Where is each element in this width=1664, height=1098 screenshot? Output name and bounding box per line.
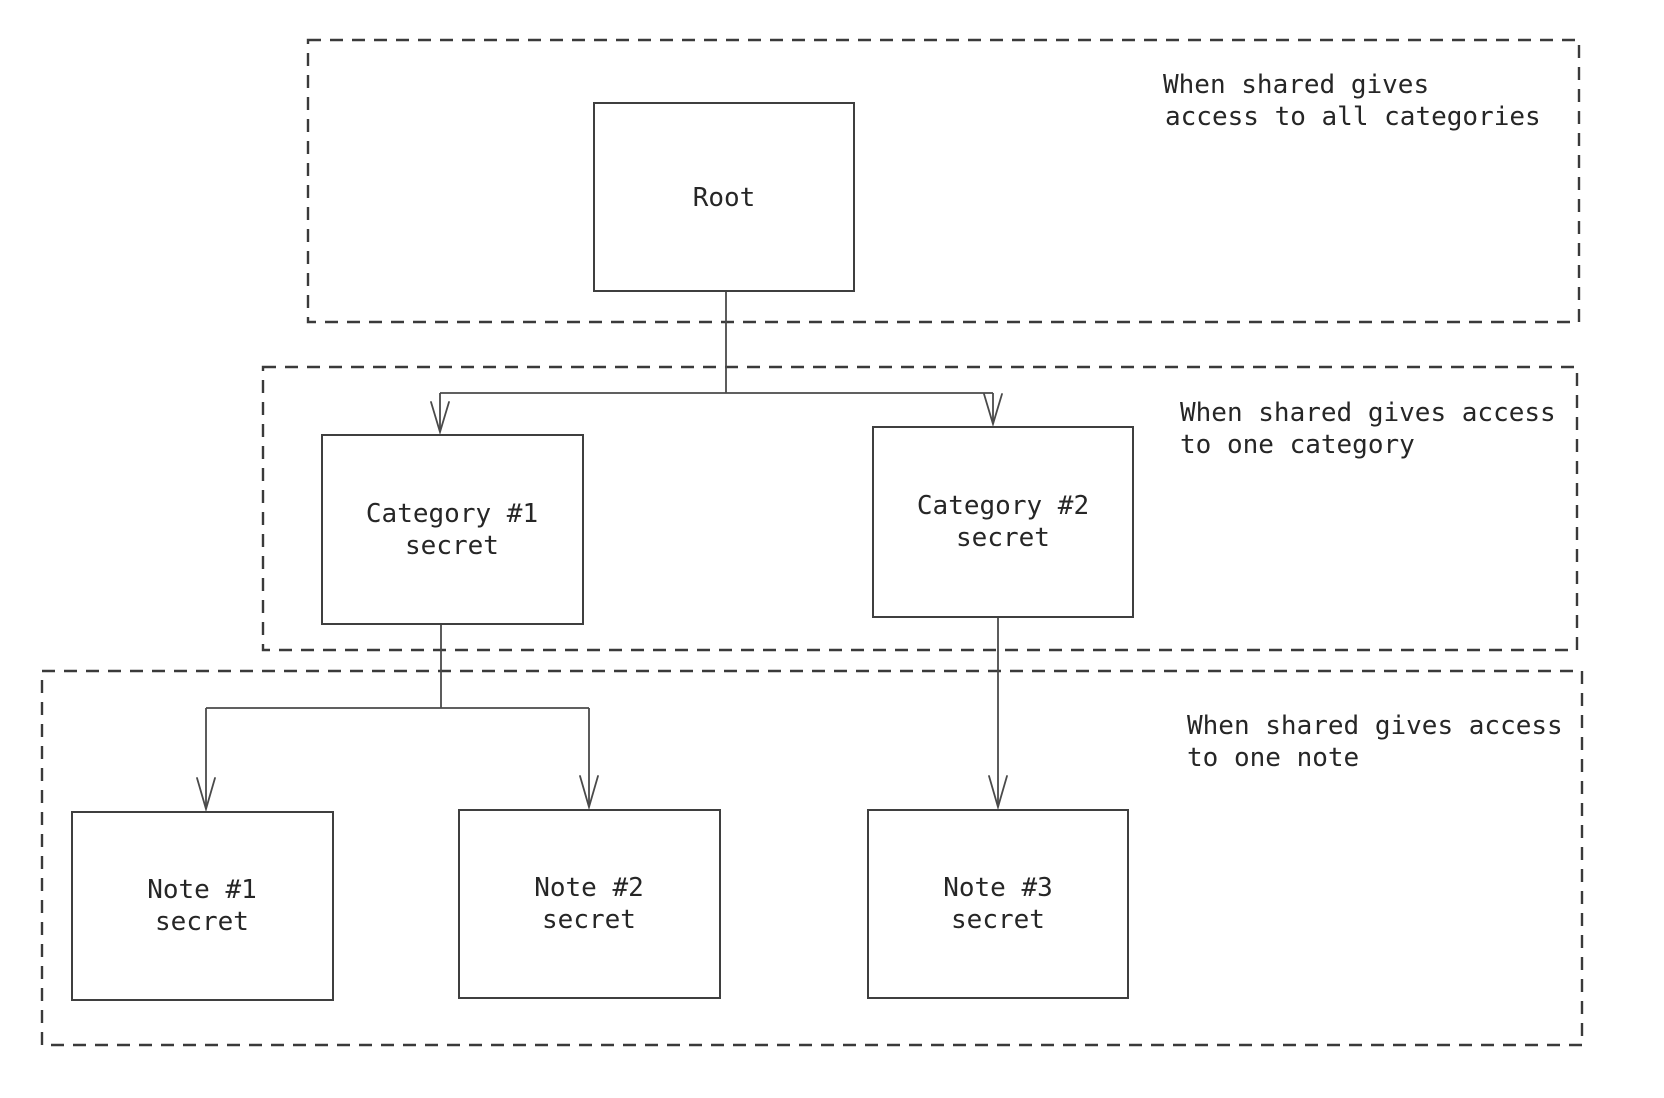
region-one-category-label-line2: to one category <box>1180 430 1415 460</box>
region-all-categories-label-line2: access to all categories <box>1165 102 1541 132</box>
node-note-1-sublabel: secret <box>155 907 249 937</box>
node-category-1 <box>321 434 584 625</box>
node-root-label: Root <box>693 183 756 213</box>
region-all-categories-label-line1: When shared gives <box>1163 70 1429 100</box>
region-one-note-border <box>40 669 1584 1047</box>
node-note-3-sublabel: secret <box>951 905 1045 935</box>
connector-category1-to-notes <box>196 624 599 813</box>
region-one-category-border <box>261 365 1579 652</box>
region-one-note-label-line2: to one note <box>1187 743 1359 773</box>
arrow-down-icon <box>579 775 599 811</box>
region-all-categories-border <box>306 38 1581 324</box>
node-note-3-label: Note #3 <box>943 873 1053 903</box>
node-note-1 <box>71 811 334 1001</box>
arrow-down-icon <box>196 777 216 813</box>
node-note-3 <box>867 809 1129 999</box>
node-category-1-label: Category #1 <box>366 499 538 529</box>
connector-category2-to-note3 <box>988 617 1008 811</box>
node-category-2-sublabel: secret <box>956 523 1050 553</box>
node-root <box>593 102 855 292</box>
node-category-2 <box>872 426 1134 618</box>
node-note-2 <box>458 809 721 999</box>
arrow-down-icon <box>430 401 450 436</box>
arrow-down-icon <box>988 775 1008 811</box>
node-note-1-label: Note #1 <box>147 875 257 905</box>
connector-root-to-categories <box>430 291 1003 436</box>
node-note-2-sublabel: secret <box>542 905 636 935</box>
node-note-2-label: Note #2 <box>534 873 644 903</box>
region-one-category-label-line1: When shared gives access <box>1180 398 1556 428</box>
region-one-note-label-line1: When shared gives access <box>1187 711 1563 741</box>
node-category-1-sublabel: secret <box>405 531 499 561</box>
arrow-down-icon <box>983 393 1003 428</box>
node-category-2-label: Category #2 <box>917 491 1089 521</box>
